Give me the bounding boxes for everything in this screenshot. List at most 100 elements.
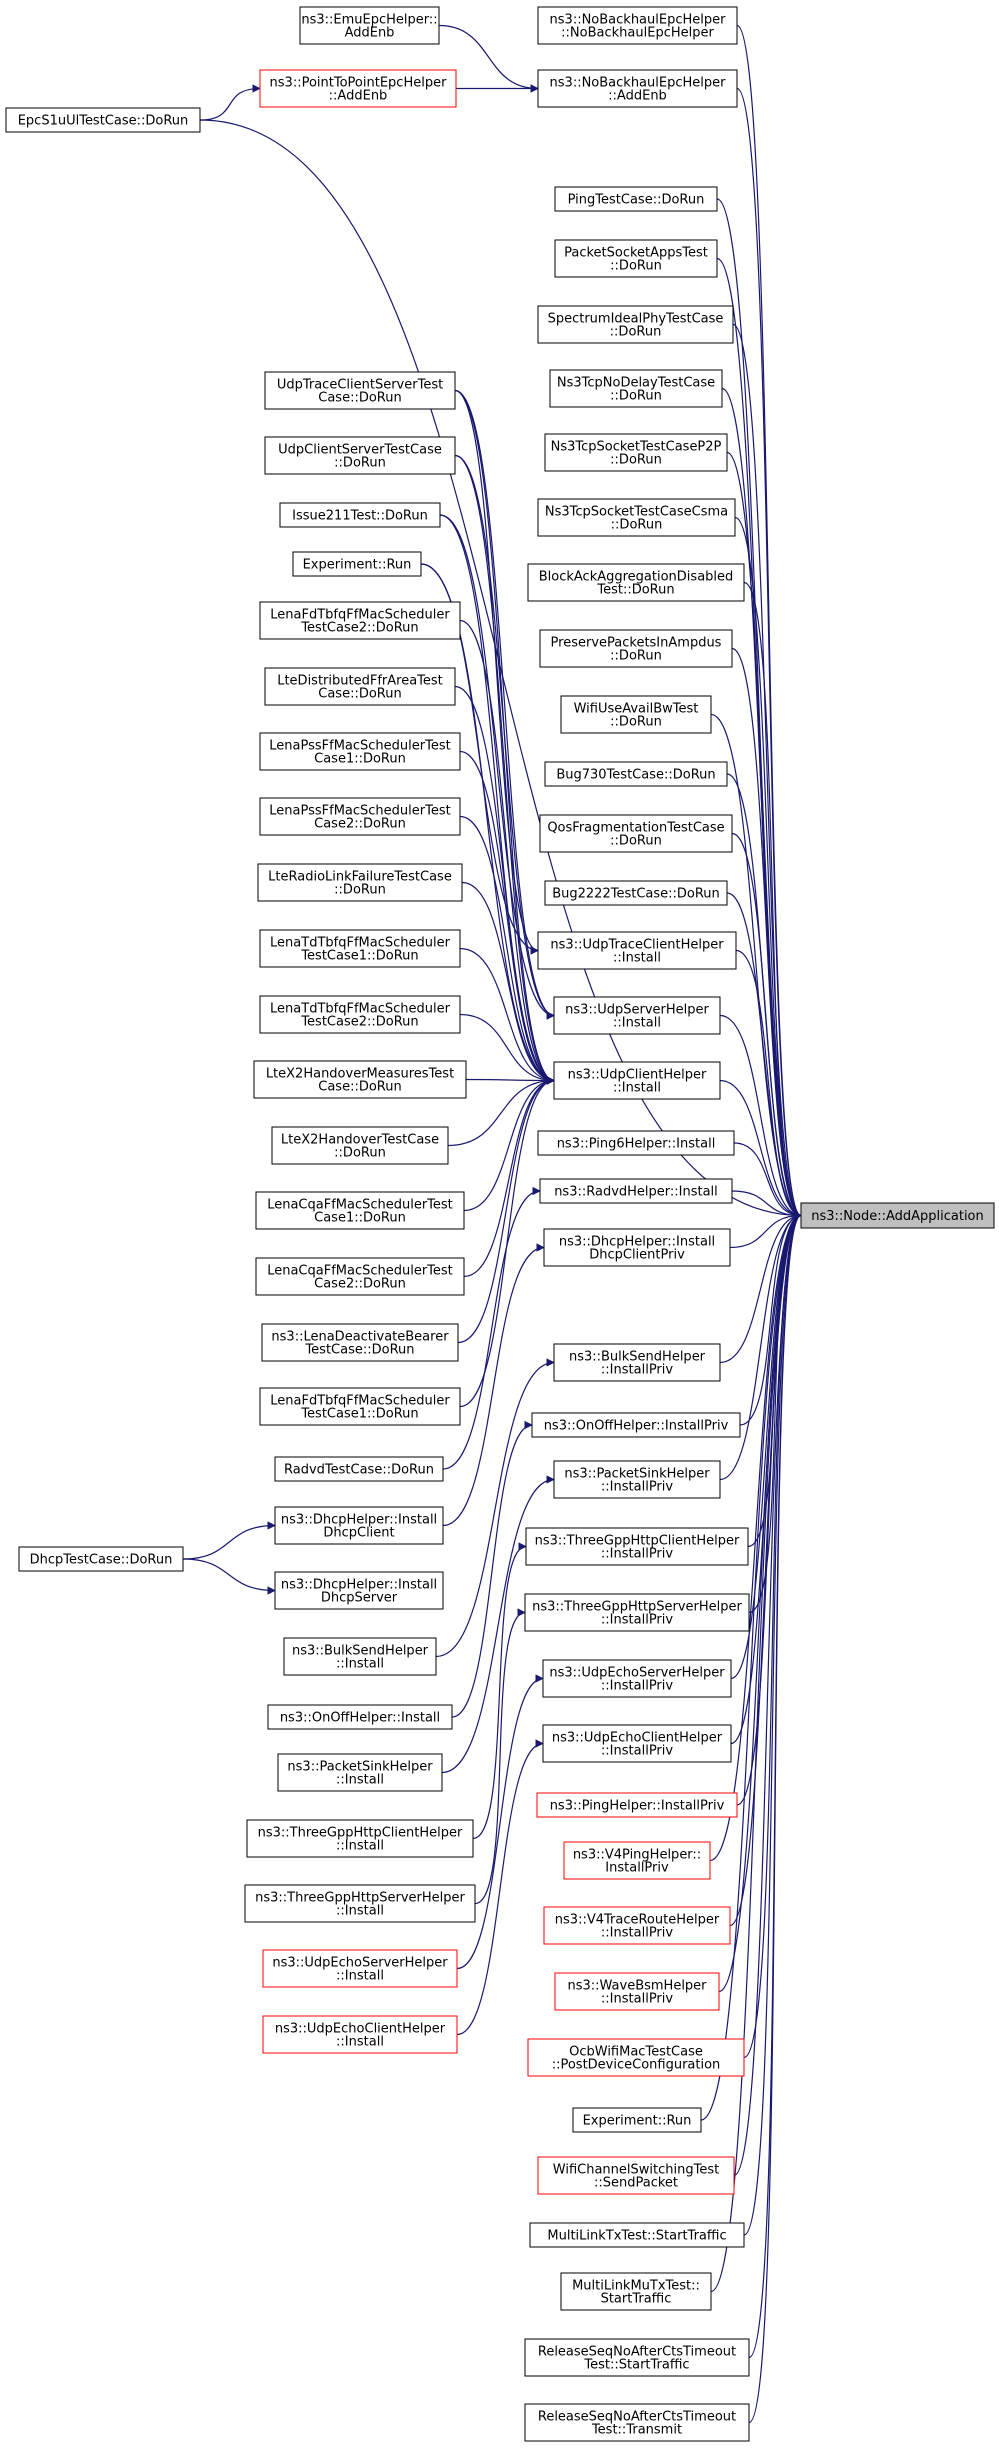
node-packetSinkInstall[interactable]: ns3::PacketSinkHelper::Install <box>277 1753 443 1792</box>
node-udpEchoClientInstall[interactable]: ns3::UdpEchoClientHelper::Install <box>262 2015 458 2054</box>
node-ping[interactable]: PingTestCase::DoRun <box>554 186 718 212</box>
node-bug730[interactable]: Bug730TestCase::DoRun <box>544 761 728 787</box>
node-label-line: ::InstallPriv <box>601 1679 673 1694</box>
node-label-line: Experiment::Run <box>303 558 412 573</box>
node-bug2222[interactable]: Bug2222TestCase::DoRun <box>544 880 728 906</box>
node-bulkSendInstall[interactable]: ns3::BulkSendHelper::Install <box>283 1637 437 1676</box>
node-tgppClientPriv[interactable]: ns3::ThreeGppHttpClientHelper::InstallPr… <box>525 1527 749 1566</box>
node-experimentRunR[interactable]: Experiment::Run <box>572 2107 702 2133</box>
node-pingHelperPriv[interactable]: ns3::PingHelper::InstallPriv <box>536 1792 738 1818</box>
node-box <box>531 1412 741 1438</box>
node-noBackhaulAddEnb[interactable]: ns3::NoBackhaulEpcHelper::AddEnb <box>537 69 738 108</box>
node-wifiChanSwitch[interactable]: WifiChannelSwitchingTest::SendPacket <box>537 2156 735 2195</box>
node-label-line: Ns3TcpSocketTestCaseCsma <box>545 505 728 520</box>
node-udpClientServer[interactable]: UdpClientServerTestCase::DoRun <box>264 436 456 475</box>
node-tgppServerPriv[interactable]: ns3::ThreeGppHttpServerHelper::InstallPr… <box>524 1593 750 1632</box>
node-label-line: ns3::LenaDeactivateBearer <box>271 1330 449 1345</box>
node-v4TracePriv[interactable]: ns3::V4TraceRouteHelper::InstallPriv <box>543 1906 731 1945</box>
node-label-line: ::Install <box>336 1904 384 1919</box>
node-releaseTransmit[interactable]: ReleaseSeqNoAfterCtsTimeoutTest::Transmi… <box>524 2403 750 2442</box>
node-label-line: Case1::DoRun <box>314 752 406 767</box>
edge-emuAddEnb-to-noBackhaulAddEnb <box>438 24 539 93</box>
node-qosFrag[interactable]: QosFragmentationTestCase::DoRun <box>539 814 733 853</box>
node-experimentRunL[interactable]: Experiment::Run <box>292 551 422 577</box>
node-tcpCsma[interactable]: Ns3TcpSocketTestCaseCsma::DoRun <box>537 498 736 537</box>
node-waveBsmPriv[interactable]: ns3::WaveBsmHelper::InstallPriv <box>554 1972 720 2011</box>
node-ping6[interactable]: ns3::Ping6Helper::Install <box>537 1130 735 1156</box>
node-box <box>259 601 461 640</box>
node-radvdTest[interactable]: RadvdTestCase::DoRun <box>274 1456 444 1482</box>
node-label-line: LenaFdTbfqFfMacScheduler <box>270 1394 450 1409</box>
edge-lenaFdTbfq2-to-udpClientInstall <box>459 619 555 1085</box>
node-multiLinkTx[interactable]: MultiLinkTxTest::StartTraffic <box>529 2222 745 2248</box>
root-node[interactable]: ns3::Node::AddApplication <box>800 1202 995 1229</box>
node-emuAddEnb[interactable]: ns3::EmuEpcHelper::AddEnb <box>299 6 440 45</box>
node-label-line: QosFragmentationTestCase <box>547 821 724 836</box>
node-label-line: LenaTdTbfqFfMacScheduler <box>270 1002 451 1017</box>
edge-v4PingPriv-to-root <box>709 1211 802 1862</box>
node-udpServerInstall[interactable]: ns3::UdpServerHelper::Install <box>553 996 721 1035</box>
node-tcpP2P[interactable]: Ns3TcpSocketTestCaseP2P::DoRun <box>544 433 728 472</box>
node-box <box>553 1460 721 1499</box>
node-box <box>525 1527 749 1566</box>
node-packetSocket[interactable]: PacketSocketAppsTest::DoRun <box>554 239 718 278</box>
node-issue211[interactable]: Issue211Test::DoRun <box>279 502 441 528</box>
node-label-line: ns3::ThreeGppHttpClientHelper <box>535 1534 740 1549</box>
node-epcS1u[interactable]: EpcS1uUlTestCase::DoRun <box>5 107 201 133</box>
node-udpEchoClientPriv[interactable]: ns3::UdpEchoClientHelper::InstallPriv <box>542 1724 732 1763</box>
edge-udpClientInstall-to-root <box>719 1079 802 1220</box>
node-spectrumIdeal[interactable]: SpectrumIdealPhyTestCase::DoRun <box>537 305 734 344</box>
node-wifiUseAvail[interactable]: WifiUseAvailBwTest::DoRun <box>560 695 712 734</box>
node-tgppServerInstall[interactable]: ns3::ThreeGppHttpServerHelper::Install <box>244 1884 476 1923</box>
node-udpClientInstall[interactable]: ns3::UdpClientHelper::Install <box>553 1061 721 1100</box>
node-dhcpTest[interactable]: DhcpTestCase::DoRun <box>18 1546 184 1572</box>
node-label-line: MultiLinkMuTxTest:: <box>572 2279 700 2294</box>
node-packetSinkPriv[interactable]: ns3::PacketSinkHelper::InstallPriv <box>553 1460 721 1499</box>
node-label-line: Bug730TestCase::DoRun <box>556 768 715 783</box>
node-tcpNoDelay[interactable]: Ns3TcpNoDelayTestCase::DoRun <box>549 369 723 408</box>
node-label-line: OcbWifiMacTestCase <box>569 2045 703 2060</box>
node-radvdInstall[interactable]: ns3::RadvdHelper::Install <box>539 1178 733 1204</box>
node-onOffPriv[interactable]: ns3::OnOffHelper::InstallPriv <box>531 1412 741 1438</box>
edge-noBackhaulAddEnb-to-root <box>736 87 802 1220</box>
node-lteRlf[interactable]: LteRadioLinkFailureTestCase::DoRun <box>257 863 463 902</box>
node-preservePackets[interactable]: PreservePacketsInAmpdus::DoRun <box>539 629 733 668</box>
node-lteX2Ho[interactable]: LteX2HandoverTestCase::DoRun <box>271 1126 449 1165</box>
node-label-line: Test::Transmit <box>591 2423 682 2438</box>
node-udpEchoServerPriv[interactable]: ns3::UdpEchoServerHelper::InstallPriv <box>542 1659 732 1698</box>
node-multiLinkMuTx[interactable]: MultiLinkMuTxTest::StartTraffic <box>560 2272 712 2311</box>
node-label-line: RadvdTestCase::DoRun <box>284 1463 434 1478</box>
node-label-line: ::DoRun <box>610 325 662 340</box>
node-udpEchoServerInstall[interactable]: ns3::UdpEchoServerHelper::Install <box>262 1949 458 1988</box>
node-label-line: ns3::V4TraceRouteHelper <box>555 1913 720 1928</box>
node-releaseStart[interactable]: ReleaseSeqNoAfterCtsTimeoutTest::StartTr… <box>524 2338 750 2377</box>
node-ocbWifi[interactable]: OcbWifiMacTestCase::PostDeviceConfigurat… <box>527 2038 745 2077</box>
node-onOffInstall[interactable]: ns3::OnOffHelper::Install <box>267 1704 453 1730</box>
node-label-line: TestCase1::DoRun <box>300 949 418 964</box>
edge-pingHelperPriv-to-root <box>736 1211 802 1806</box>
node-tgppClientInstall[interactable]: ns3::ThreeGppHttpClientHelper::Install <box>246 1819 474 1858</box>
node-bulkSendPriv[interactable]: ns3::BulkSendHelper::InstallPriv <box>553 1343 721 1382</box>
node-p2pAddEnb[interactable]: ns3::PointToPointEpcHelper::AddEnb <box>259 69 457 108</box>
node-udpTraceClientInstall[interactable]: ns3::UdpTraceClientHelper::Install <box>537 931 737 970</box>
node-noBackhaulCtor[interactable]: ns3::NoBackhaulEpcHelper::NoBackhaulEpcH… <box>537 6 738 45</box>
node-label-line: ::InstallPriv <box>601 1744 673 1759</box>
node-v4PingPriv[interactable]: ns3::V4PingHelper::InstallPriv <box>563 1841 711 1880</box>
node-box <box>259 995 461 1034</box>
